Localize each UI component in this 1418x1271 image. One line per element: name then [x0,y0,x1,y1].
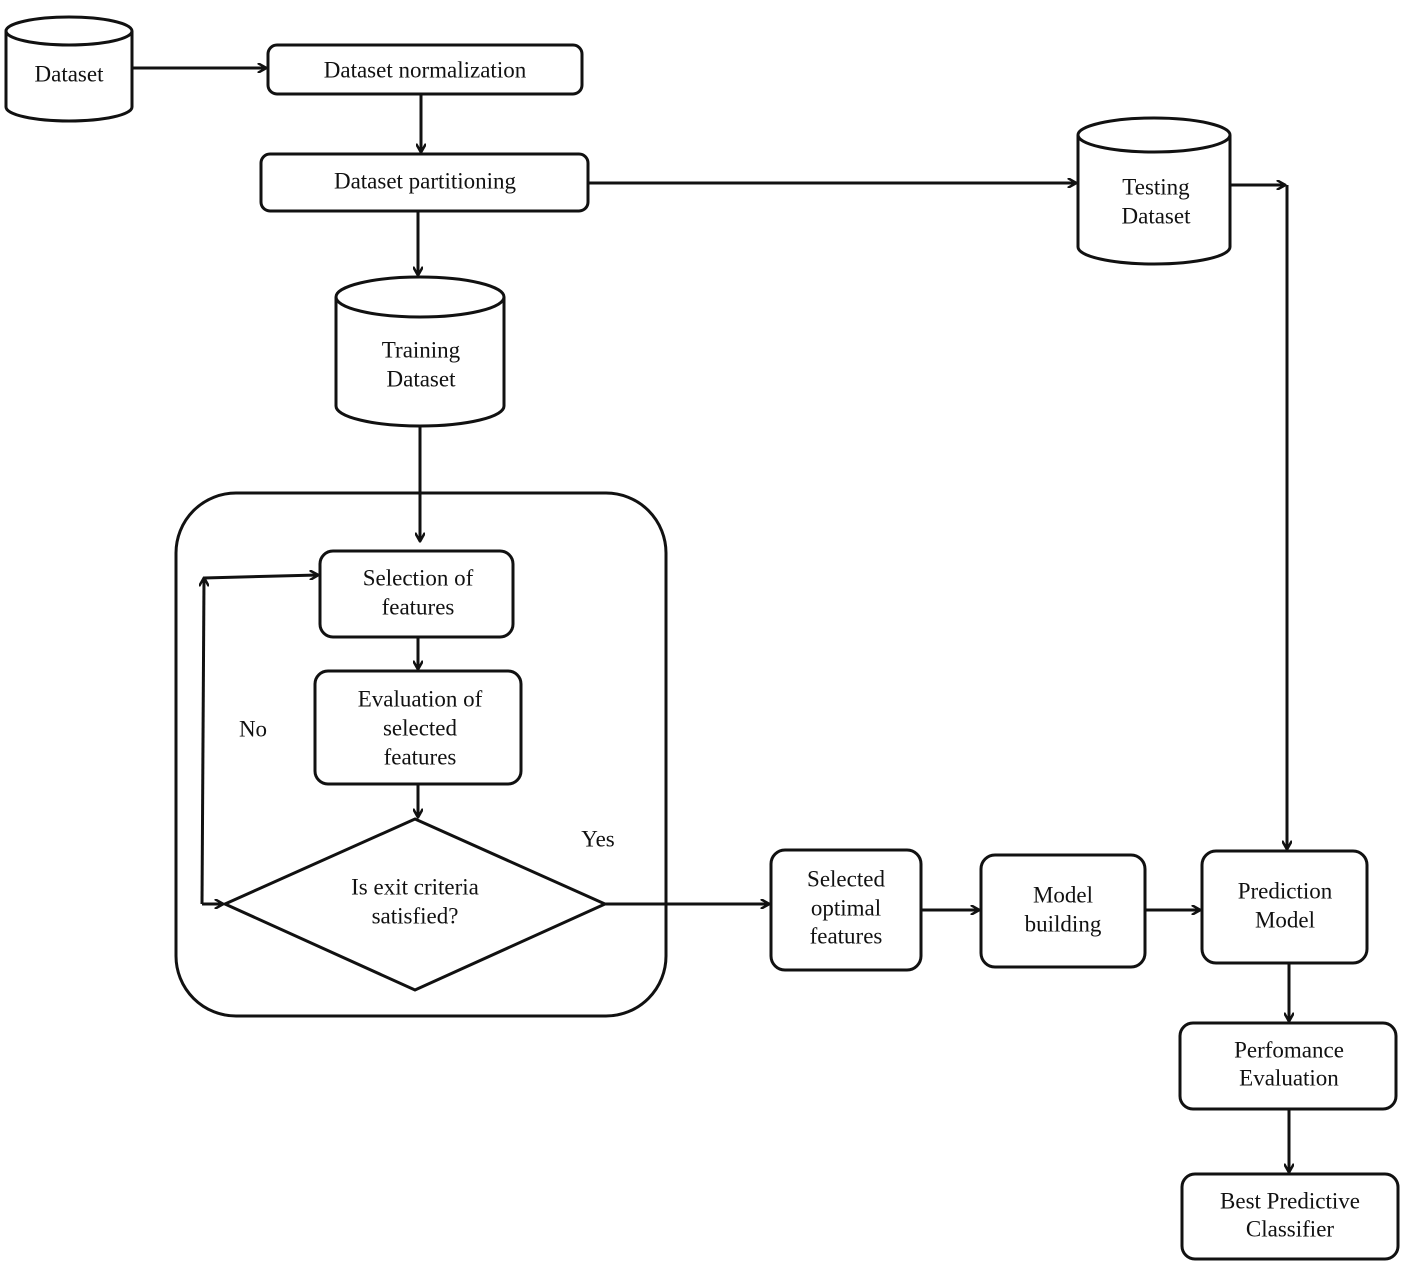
evaluation-line2: selected [383,715,458,740]
decision-line1: Is exit criteria [351,874,479,899]
testing-dataset-label-line2: Dataset [1122,203,1192,228]
performance-evaluation-line1: Perfomance [1234,1037,1344,1062]
performance-evaluation-line2: Evaluation [1239,1065,1339,1090]
selected-optimal-features-box: Selected optimal features [769,848,923,972]
selected-optimal-line2: optimal [811,895,881,920]
dataset-normalization-label: Dataset normalization [324,57,527,82]
evaluation-line1: Evaluation of [358,686,483,711]
selection-of-features-box: Selection of features [318,549,515,639]
performance-evaluation-box: Perfomance Evaluation [1178,1021,1398,1111]
evaluation-of-selected-features-box: Evaluation of selected features [313,669,523,786]
evaluation-line3: features [384,744,457,769]
model-building-line2: building [1025,911,1102,936]
best-classifier-line1: Best Predictive [1220,1188,1360,1213]
dataset-partitioning-box: Dataset partitioning [259,152,590,213]
exit-criteria-decision: Is exit criteria satisfied? [221,817,609,992]
testing-dataset-cylinder: Testing Dataset [1076,116,1232,266]
selected-optimal-line3: features [810,923,883,948]
dataset-normalization-box: Dataset normalization [266,43,584,96]
prediction-model-line2: Model [1255,907,1315,932]
training-dataset-label-line1: Training [382,337,461,362]
training-dataset-label-line2: Dataset [387,366,457,391]
model-building-box: Model building [979,853,1147,969]
decision-line2: satisfied? [372,903,459,928]
no-label: No [239,716,267,741]
selection-of-features-line2: features [382,594,455,619]
arrow-no-loop-up [202,578,204,905]
dataset-cylinder: Dataset [4,15,134,123]
yes-label: Yes [581,826,615,851]
best-predictive-classifier-box: Best Predictive Classifier [1180,1172,1400,1261]
prediction-model-line1: Prediction [1238,878,1333,903]
dataset-partitioning-label: Dataset partitioning [334,168,517,193]
model-building-line1: Model [1033,882,1093,907]
prediction-model-box: Prediction Model [1200,849,1369,965]
testing-dataset-label-line1: Testing [1122,174,1190,199]
best-classifier-line2: Classifier [1246,1216,1334,1241]
training-dataset-cylinder: Training Dataset [334,275,506,428]
selection-of-features-line1: Selection of [363,565,474,590]
arrow-no-loop-to-selection [203,575,318,578]
selected-optimal-line1: Selected [807,866,885,891]
dataset-label: Dataset [35,61,105,86]
